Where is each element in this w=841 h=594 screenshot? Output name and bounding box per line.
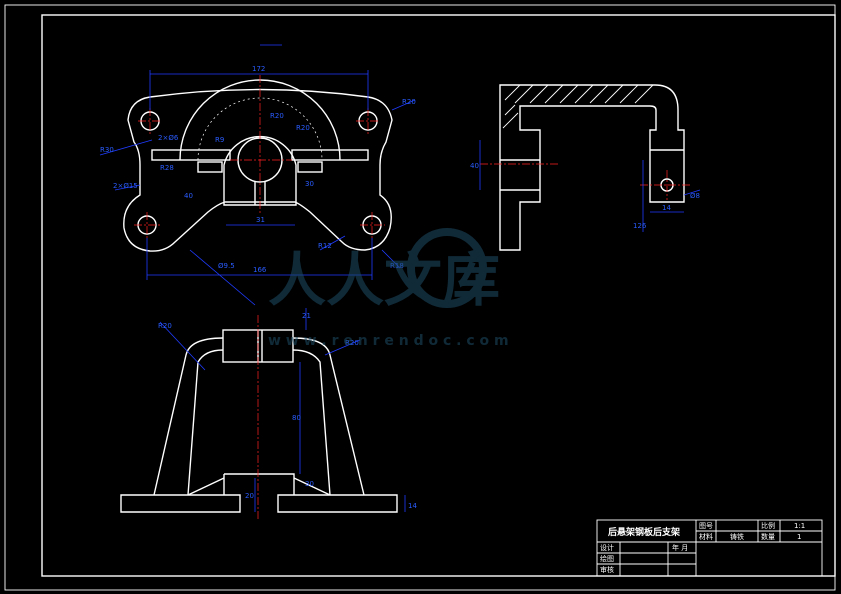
dim-bottom-21: 21 — [302, 312, 311, 320]
dim-front-overall-width: 172 — [252, 65, 265, 73]
date-label: 年 月 — [672, 543, 688, 552]
dim-bottom-14: 14 — [408, 502, 417, 510]
bottom-view — [120, 308, 406, 520]
dim-front-40: 40 — [184, 192, 193, 200]
watermark: 人人文库 w w w . r e n r e n d o c . c o m — [268, 228, 509, 349]
dim-front-r30: R30 — [100, 146, 114, 154]
side-view — [479, 84, 701, 251]
front-view — [99, 44, 416, 306]
dim-side-14: 14 — [662, 204, 671, 212]
side-view-dimension-texts: 40 Ø8 14 126 — [470, 162, 700, 230]
dim-front-r28: R28 — [160, 164, 174, 172]
dim-bottom-30: 30 — [305, 480, 314, 488]
dim-front-bore-width: 31 — [256, 216, 265, 224]
material-label: 材料 — [699, 532, 713, 541]
dim-bottom-20: 20 — [245, 492, 254, 500]
watermark-url-text: w w w . r e n r e n d o c . c o m — [268, 333, 509, 349]
dim-front-r18: R18 — [390, 262, 404, 270]
dim-front-d9-5: Ø9.5 — [218, 262, 235, 270]
quantity-label: 数量 — [761, 532, 775, 541]
dim-side-40: 40 — [470, 162, 479, 170]
part-name: 后悬架钢板后支架 — [608, 526, 680, 538]
dim-bottom-r20-a: R20 — [158, 322, 172, 330]
dim-front-r20-a: R20 — [270, 112, 284, 120]
drawing-no-label: 图号 — [699, 522, 713, 530]
bottom-view-dimension-texts: R20 R20 21 80 20 30 14 — [158, 312, 417, 510]
dim-front-r12: R12 — [318, 242, 332, 250]
front-view-dimension-texts: 172 166 31 R30 2×Ø6 R28 2×Ø15 R9 R20 R20… — [100, 65, 416, 274]
designer-label: 设计 — [600, 543, 614, 552]
watermark-logo-text: 人人文库 — [268, 246, 500, 314]
scale-label: 比例 — [761, 521, 775, 530]
dim-side-126: 126 — [633, 222, 647, 230]
dim-bottom-r20-b: R20 — [345, 339, 359, 347]
inner-border — [41, 14, 836, 577]
dim-front-30: 30 — [305, 180, 314, 188]
dim-front-r20-b: R20 — [296, 124, 310, 132]
dim-front-r9: R9 — [215, 136, 224, 144]
dim-side-d8: Ø8 — [690, 192, 700, 200]
dim-front-r20-c: R20 — [402, 98, 416, 106]
scale-value: 1:1 — [794, 522, 805, 530]
title-block — [596, 519, 823, 577]
reviewer-label: 审核 — [600, 565, 614, 574]
dim-front-lower-width: 166 — [253, 266, 267, 274]
drafter-label: 绘图 — [600, 554, 614, 563]
title-block-texts: 后悬架钢板后支架 图号 比例 1:1 材料 铸铁 数量 1 设计 年 月 绘图 … — [600, 521, 805, 574]
dim-front-2x-d15: 2×Ø15 — [113, 182, 138, 190]
dim-front-2x-d6: 2×Ø6 — [158, 134, 179, 142]
quantity-value: 1 — [797, 533, 801, 541]
dim-bottom-80: 80 — [292, 414, 301, 422]
material-value: 铸铁 — [730, 532, 744, 541]
